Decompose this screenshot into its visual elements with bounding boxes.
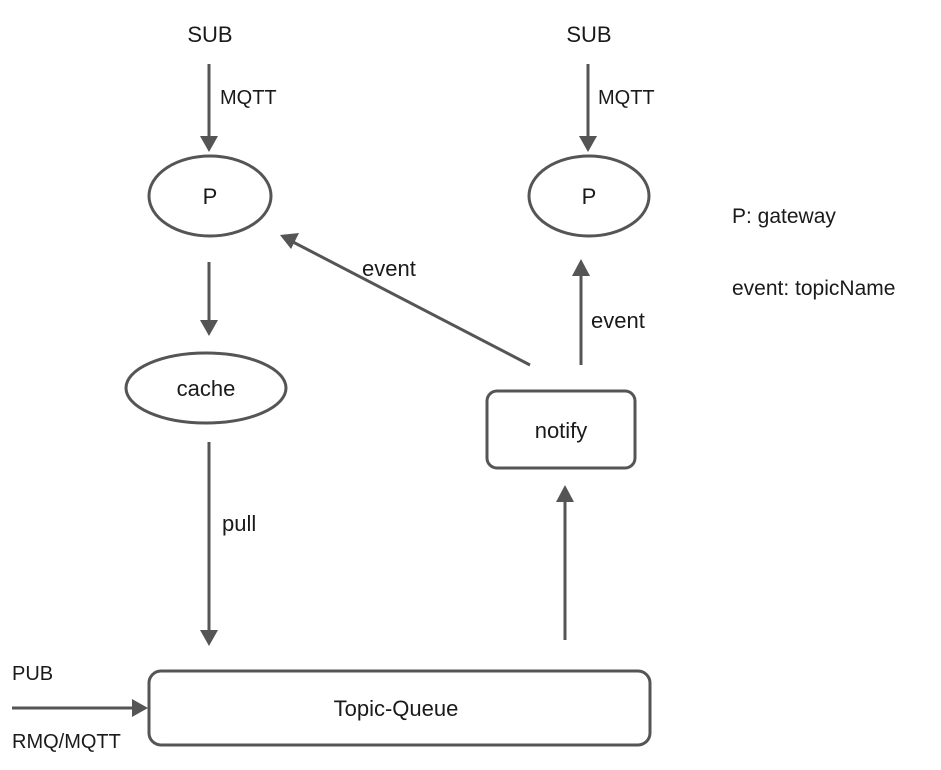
node-cache-label: cache [177, 376, 236, 401]
node-p-left-label: P [203, 184, 218, 209]
edge-pub-to-queue [12, 699, 148, 717]
edge-label-mqtt-left: MQTT [220, 87, 277, 109]
edge-label-pull: pull [222, 511, 256, 536]
node-p-right-label: P [582, 184, 597, 209]
pub-label: PUB [12, 663, 53, 685]
node-p-right: P [527, 154, 651, 238]
edge-sub-left-to-p [200, 64, 218, 152]
node-topic-queue: Topic-Queue [147, 669, 652, 747]
protocol-label: RMQ/MQTT [12, 731, 121, 753]
edge-label-event-left: event [362, 256, 416, 281]
node-p-left: P [147, 154, 273, 238]
sub-left-label: SUB [187, 22, 232, 47]
edge-notify-to-p-left [280, 233, 531, 367]
sub-right-label: SUB [566, 22, 611, 47]
node-cache: cache [124, 351, 288, 425]
legend: P: gateway event: topicName [732, 205, 895, 300]
edge-label-event-right: event [591, 308, 645, 333]
edge-label-mqtt-right: MQTT [598, 87, 655, 109]
node-topic-queue-label: Topic-Queue [334, 696, 459, 721]
legend-p-definition: P: gateway [732, 205, 836, 228]
legend-event-definition: event: topicName [732, 277, 895, 300]
node-notify: notify [485, 389, 637, 470]
edge-notify-to-p-right [572, 259, 590, 365]
edge-cache-to-queue [200, 442, 218, 646]
node-notify-label: notify [535, 418, 588, 443]
edge-queue-to-notify [556, 485, 574, 640]
edge-p-left-to-cache [200, 262, 218, 336]
edge-sub-right-to-p [579, 64, 597, 152]
